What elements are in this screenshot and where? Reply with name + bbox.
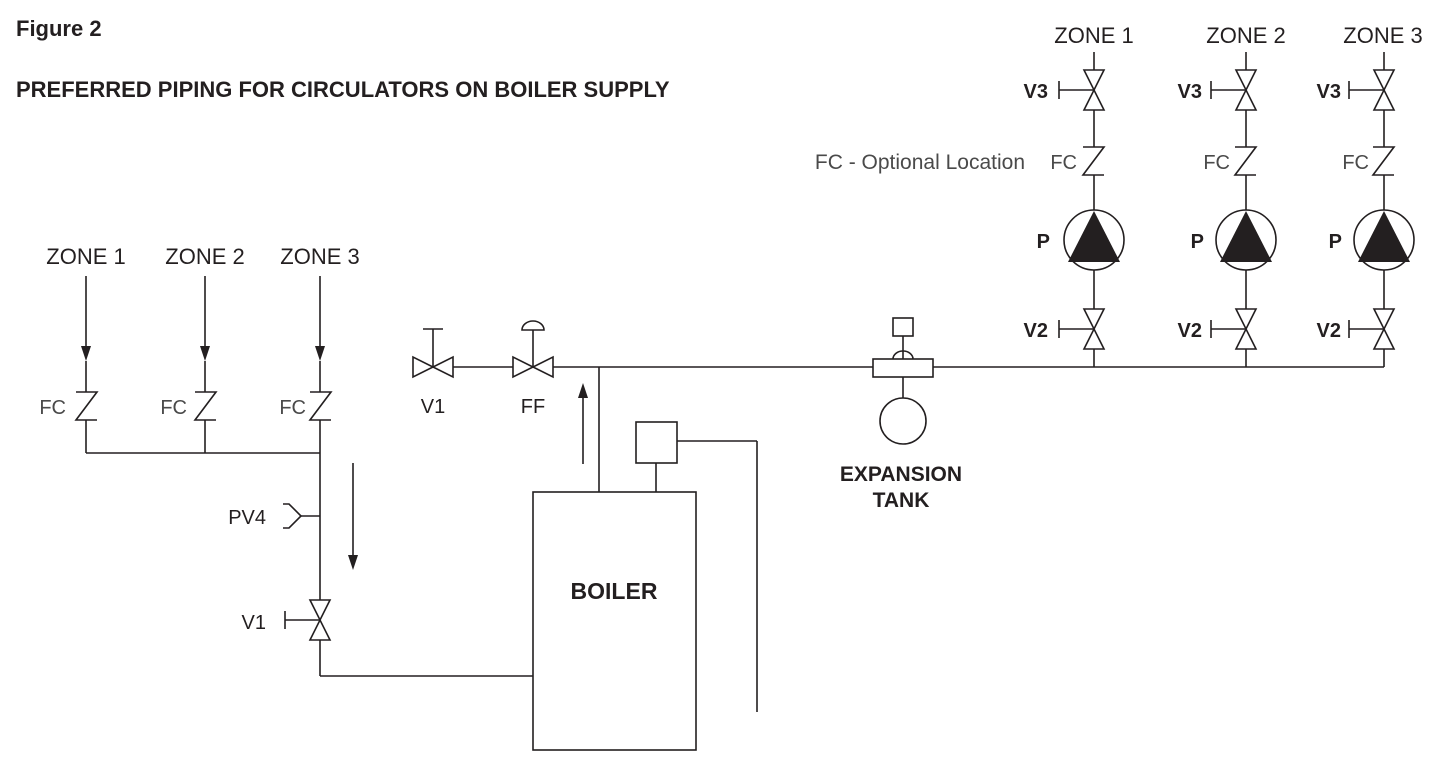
air-vent-icon bbox=[892, 317, 914, 337]
fill-valve-icon bbox=[412, 355, 435, 379]
return-zone-2-label: ZONE 2 bbox=[165, 244, 244, 269]
zone-valve-icon bbox=[1234, 69, 1258, 92]
supply-zone-3: ZONE 3 V3 FC P V2 bbox=[1317, 23, 1423, 367]
zone-valve-icon bbox=[1234, 308, 1258, 331]
zone-valve-icon bbox=[1372, 308, 1396, 331]
return-zone-3-check-label: FC bbox=[279, 397, 306, 419]
expansion-tank-label-line2: TANK bbox=[873, 489, 930, 512]
check-valve-icon bbox=[193, 391, 218, 421]
expansion-tank: EXPANSION TANK bbox=[840, 317, 962, 512]
supply-zone-2-check-label: FC bbox=[1203, 152, 1230, 174]
fc-optional-note: FC - Optional Location bbox=[815, 151, 1025, 174]
fill-valve-label: V1 bbox=[421, 396, 445, 418]
supply-zone-3-check-label: FC bbox=[1342, 152, 1369, 174]
supply-zone-2-upper-valve-label: V3 bbox=[1178, 81, 1202, 103]
supply-zone-2-label: ZONE 2 bbox=[1206, 23, 1285, 48]
fill-line: V1 FF bbox=[412, 320, 1384, 418]
zone-valve-icon bbox=[1082, 308, 1106, 331]
expansion-tank-icon bbox=[879, 397, 927, 445]
fill-feeder-label: FF bbox=[521, 396, 545, 418]
supply-zone-1-label: ZONE 1 bbox=[1054, 23, 1133, 48]
supply-zone-1-lower-valve-label: V2 bbox=[1024, 320, 1048, 342]
zone-valve-icon bbox=[1082, 69, 1106, 92]
supply-zone-1-pump-label: P bbox=[1037, 231, 1050, 253]
flow-arrow-icon bbox=[578, 383, 588, 398]
supply-zone-1-upper-valve-label: V3 bbox=[1024, 81, 1048, 103]
flow-arrow-icon bbox=[81, 346, 91, 361]
return-zone-3: ZONE 3 FC bbox=[279, 244, 360, 453]
return-header: PV4 V1 bbox=[86, 452, 533, 677]
figure-label: Figure 2 bbox=[16, 16, 102, 41]
supply-zone-2: ZONE 2 V3 FC P V2 bbox=[1178, 23, 1286, 367]
return-zone-1-label: ZONE 1 bbox=[46, 244, 125, 269]
supply-zone-3-upper-valve-label: V3 bbox=[1317, 81, 1341, 103]
purge-valve-icon bbox=[283, 503, 303, 529]
return-zone-1: ZONE 1 FC bbox=[39, 244, 126, 453]
check-valve-icon bbox=[308, 391, 333, 421]
supply-zone-2-lower-valve-label: V2 bbox=[1178, 320, 1202, 342]
return-zone-2: ZONE 2 FC bbox=[160, 244, 245, 453]
flow-arrow-icon bbox=[348, 555, 358, 570]
check-valve-icon bbox=[1233, 146, 1258, 176]
diagram-title: PREFERRED PIPING FOR CIRCULATORS ON BOIL… bbox=[16, 77, 670, 102]
supply-zone-3-lower-valve-label: V2 bbox=[1317, 320, 1341, 342]
return-zone-1-check-label: FC bbox=[39, 397, 66, 419]
expansion-tank-label-line1: EXPANSION bbox=[840, 463, 962, 486]
boiler: BOILER bbox=[532, 367, 758, 751]
return-valve-label: V1 bbox=[242, 612, 266, 634]
supply-zone-3-label: ZONE 3 bbox=[1343, 23, 1422, 48]
supply-zone-2-pump-label: P bbox=[1191, 231, 1204, 253]
supply-zone-1-check-label: FC bbox=[1050, 152, 1077, 174]
boiler-control-box bbox=[635, 421, 678, 464]
supply-zone-1: ZONE 1 V3 FC P V2 bbox=[1024, 23, 1134, 367]
return-zone-3-label: ZONE 3 bbox=[280, 244, 359, 269]
check-valve-icon bbox=[1081, 146, 1106, 176]
flow-arrow-icon bbox=[200, 346, 210, 361]
fill-feeder-icon bbox=[512, 355, 535, 379]
purge-valve-label: PV4 bbox=[228, 507, 266, 529]
return-zone-2-check-label: FC bbox=[160, 397, 187, 419]
flow-arrow-icon bbox=[315, 346, 325, 361]
check-valve-icon bbox=[74, 391, 99, 421]
supply-zone-3-pump-label: P bbox=[1329, 231, 1342, 253]
check-valve-icon bbox=[1371, 146, 1396, 176]
air-separator bbox=[872, 358, 934, 378]
zone-valve-icon bbox=[1372, 69, 1396, 92]
boiler-label: BOILER bbox=[571, 578, 658, 604]
